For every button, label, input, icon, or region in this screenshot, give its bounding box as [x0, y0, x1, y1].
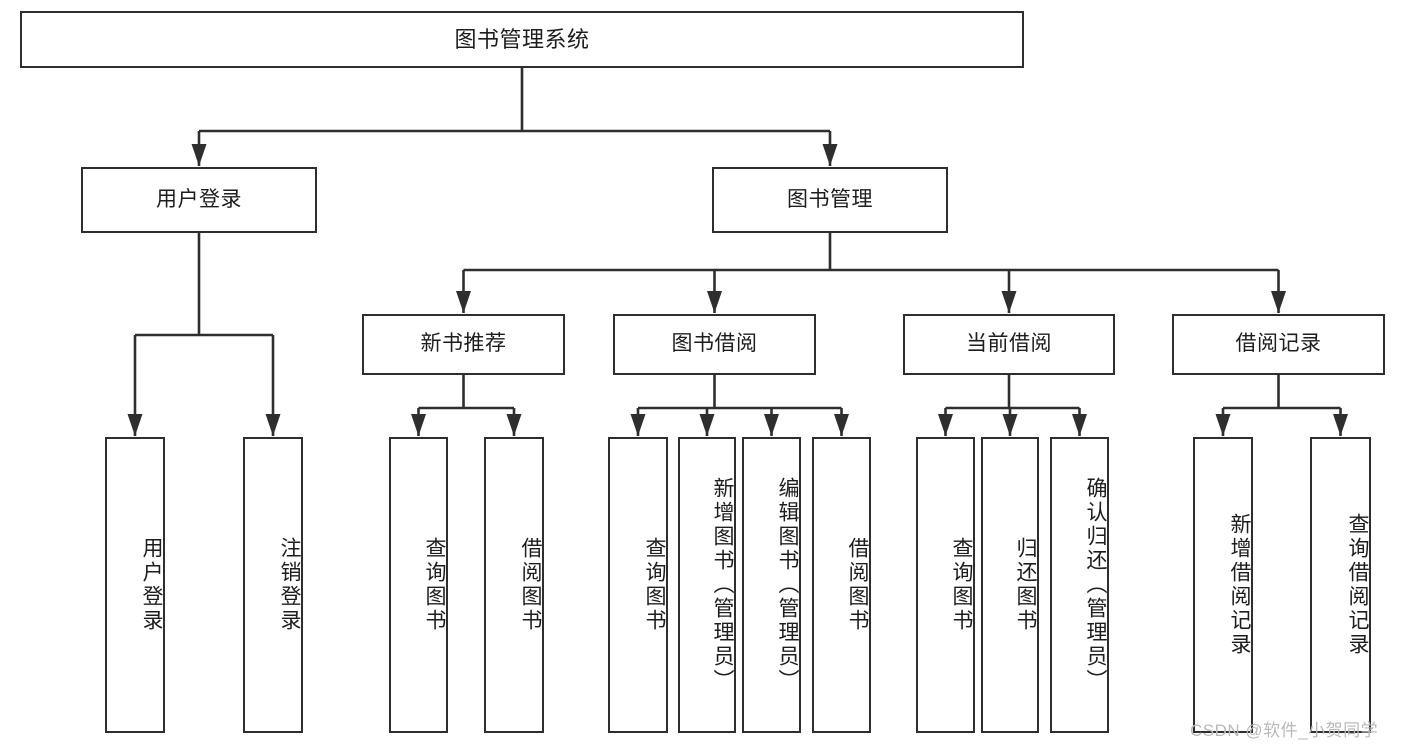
node-leaf-query-book-1[interactable]: 查询图书: [389, 437, 448, 733]
arrowhead-icon: [1215, 414, 1231, 436]
arrowhead-icon: [127, 414, 143, 436]
arrowhead-icon: [456, 291, 471, 313]
node-leaf-edit-book[interactable]: 编辑图书（管理员）: [742, 437, 801, 733]
node-label: 图书管理: [787, 187, 873, 211]
arrowhead-icon: [630, 414, 646, 436]
arrowhead-icon: [1001, 291, 1017, 313]
node-label: 借阅图书: [846, 537, 869, 633]
node-borrow-record[interactable]: 借阅记录: [1172, 314, 1385, 375]
arrowhead-icon: [699, 414, 715, 436]
node-user-login[interactable]: 用户登录: [81, 167, 317, 233]
arrowhead-icon: [1002, 414, 1018, 436]
node-label: 借阅图书: [519, 537, 542, 633]
node-leaf-borrow-book-2[interactable]: 借阅图书: [812, 437, 871, 733]
node-leaf-return-book[interactable]: 归还图书: [981, 437, 1039, 733]
node-leaf-confirm-return[interactable]: 确认归还（管理员）: [1050, 437, 1109, 733]
node-current-borrow[interactable]: 当前借阅: [903, 314, 1115, 375]
node-label: 图书借阅: [671, 332, 758, 356]
node-label: 新增借阅记录: [1228, 513, 1251, 657]
arrowhead-icon: [1072, 414, 1087, 436]
node-book-manage[interactable]: 图书管理: [712, 167, 948, 233]
arrowhead-icon: [265, 414, 281, 436]
arrowhead-icon: [191, 144, 207, 166]
arrowhead-icon: [938, 414, 953, 436]
node-label: 新增图书（管理员）: [711, 477, 734, 693]
node-new-book-recommend[interactable]: 新书推荐: [362, 314, 565, 375]
arrowhead-icon: [834, 414, 849, 436]
arrowhead-icon: [1271, 291, 1286, 313]
node-leaf-borrow-book-1[interactable]: 借阅图书: [484, 437, 544, 733]
node-leaf-query-book-3[interactable]: 查询图书: [916, 437, 975, 733]
node-label: 归还图书: [1014, 537, 1037, 633]
node-label: 查询图书: [423, 537, 446, 633]
node-leaf-add-book[interactable]: 新增图书（管理员）: [678, 437, 736, 733]
node-label: 新书推荐: [420, 332, 507, 356]
arrowhead-icon: [411, 414, 426, 436]
arrowhead-icon: [707, 291, 722, 313]
node-label: 查询借阅记录: [1346, 513, 1369, 657]
node-label: 确认归还（管理员）: [1084, 477, 1107, 693]
node-label: 查询图书: [950, 537, 973, 633]
node-label: 编辑图书（管理员）: [776, 477, 799, 693]
node-leaf-add-record[interactable]: 新增借阅记录: [1193, 437, 1253, 733]
node-leaf-query-book-2[interactable]: 查询图书: [608, 437, 668, 733]
node-leaf-logout[interactable]: 注销登录: [243, 437, 303, 733]
node-label: 用户登录: [156, 187, 242, 211]
node-label: 查询图书: [643, 537, 666, 633]
node-label: 注销登录: [278, 537, 301, 633]
node-root-system[interactable]: 图书管理系统: [20, 11, 1024, 68]
node-label: 用户登录: [140, 537, 163, 633]
watermark: CSDN @软件_小贺同学: [1190, 721, 1379, 740]
node-label: 借阅记录: [1235, 332, 1322, 356]
node-label: 当前借阅: [966, 332, 1052, 356]
node-leaf-query-record[interactable]: 查询借阅记录: [1310, 437, 1371, 733]
arrowhead-icon: [764, 414, 779, 436]
node-leaf-user-login[interactable]: 用户登录: [105, 437, 165, 733]
node-label: 图书管理系统: [454, 26, 590, 52]
arrowhead-icon: [506, 414, 522, 436]
node-book-borrow[interactable]: 图书借阅: [613, 314, 816, 375]
arrowhead-icon: [1333, 414, 1348, 436]
arrowhead-icon: [822, 144, 838, 166]
